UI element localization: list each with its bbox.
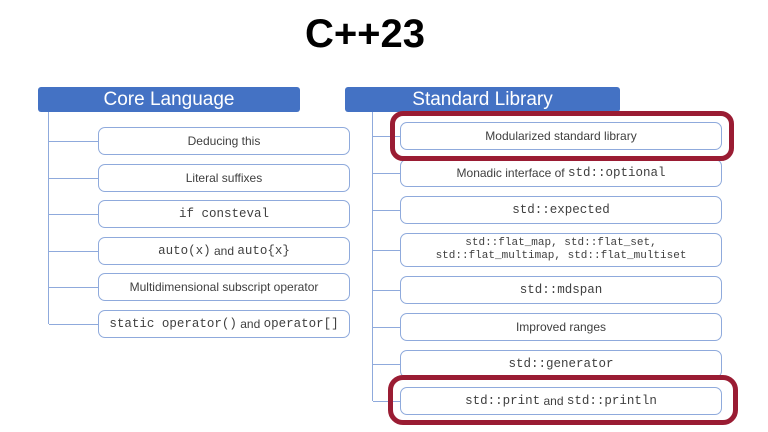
core-items: Deducing this Literal suffixes if conste… [49,127,350,338]
core-item-auto-cast: auto(x) and auto{x} [49,236,350,265]
item-label-code: static operator() [109,316,237,331]
lib-item-print-println: std::print and std::println [373,387,722,415]
item-label: Multidimensional subscript operator [129,280,319,294]
core-item-multidim-subscript: Multidimensional subscript operator [49,273,350,301]
item-label: Deducing this [187,134,261,148]
item-label: Modularized standard library [485,129,637,143]
lib-item-expected: std::expected [373,196,722,224]
item-label: Literal suffixes [185,170,263,185]
item-label-code: auto{x} [237,243,290,258]
library-items: Modularized standard library Monadic int… [373,122,722,415]
item-label: Monadic interface of [456,166,568,180]
page-title: C++23 [304,12,426,56]
standard-library-header: Standard Library [345,87,620,112]
item-label-and: and [540,394,567,408]
item-label-and: and [210,243,238,258]
lib-item-modularized-stdlib: Modularized standard library [373,122,722,150]
core-item-literal-suffixes: Literal suffixes [49,163,350,192]
library-tree-line [372,112,373,401]
item-label-code: std::generator [508,357,614,371]
lib-item-monadic-optional: Monadic interface of std::optional [373,159,722,187]
standard-library-column: Standard Library Modularized standard li… [345,87,738,427]
item-label-code: std::print [465,394,541,408]
core-language-header: Core Language [38,87,300,112]
item-label-code: std::expected [512,203,610,217]
lib-item-improved-ranges: Improved ranges [373,313,722,341]
core-language-column: Core Language Deducing this Literal suff… [38,87,350,347]
lib-item-generator: std::generator [373,350,722,378]
item-label: if consteval [178,207,269,221]
item-label-code: auto(x) [158,243,211,258]
core-item-deducing-this: Deducing this [49,127,350,155]
item-label-and: and [236,316,264,331]
core-item-static-operator: static operator() and operator[] [49,309,350,338]
lib-item-flat-containers: std::flat_map, std::flat_set,std::flat_m… [373,233,722,267]
item-label-code-line2: std::flat_multimap, std::flat_multiset [435,250,687,262]
item-label-code: std::optional [567,166,666,180]
item-label-code-line1: std::flat_map, std::flat_set, [465,237,657,249]
lib-item-mdspan: std::mdspan [373,276,722,304]
core-tree-line [48,112,49,324]
item-label-code: std::println [566,394,657,408]
item-label: Improved ranges [515,320,607,334]
core-item-if-consteval: if consteval [49,200,350,228]
item-label-code: std::mdspan [519,283,603,297]
item-label-code: operator[] [263,316,339,331]
